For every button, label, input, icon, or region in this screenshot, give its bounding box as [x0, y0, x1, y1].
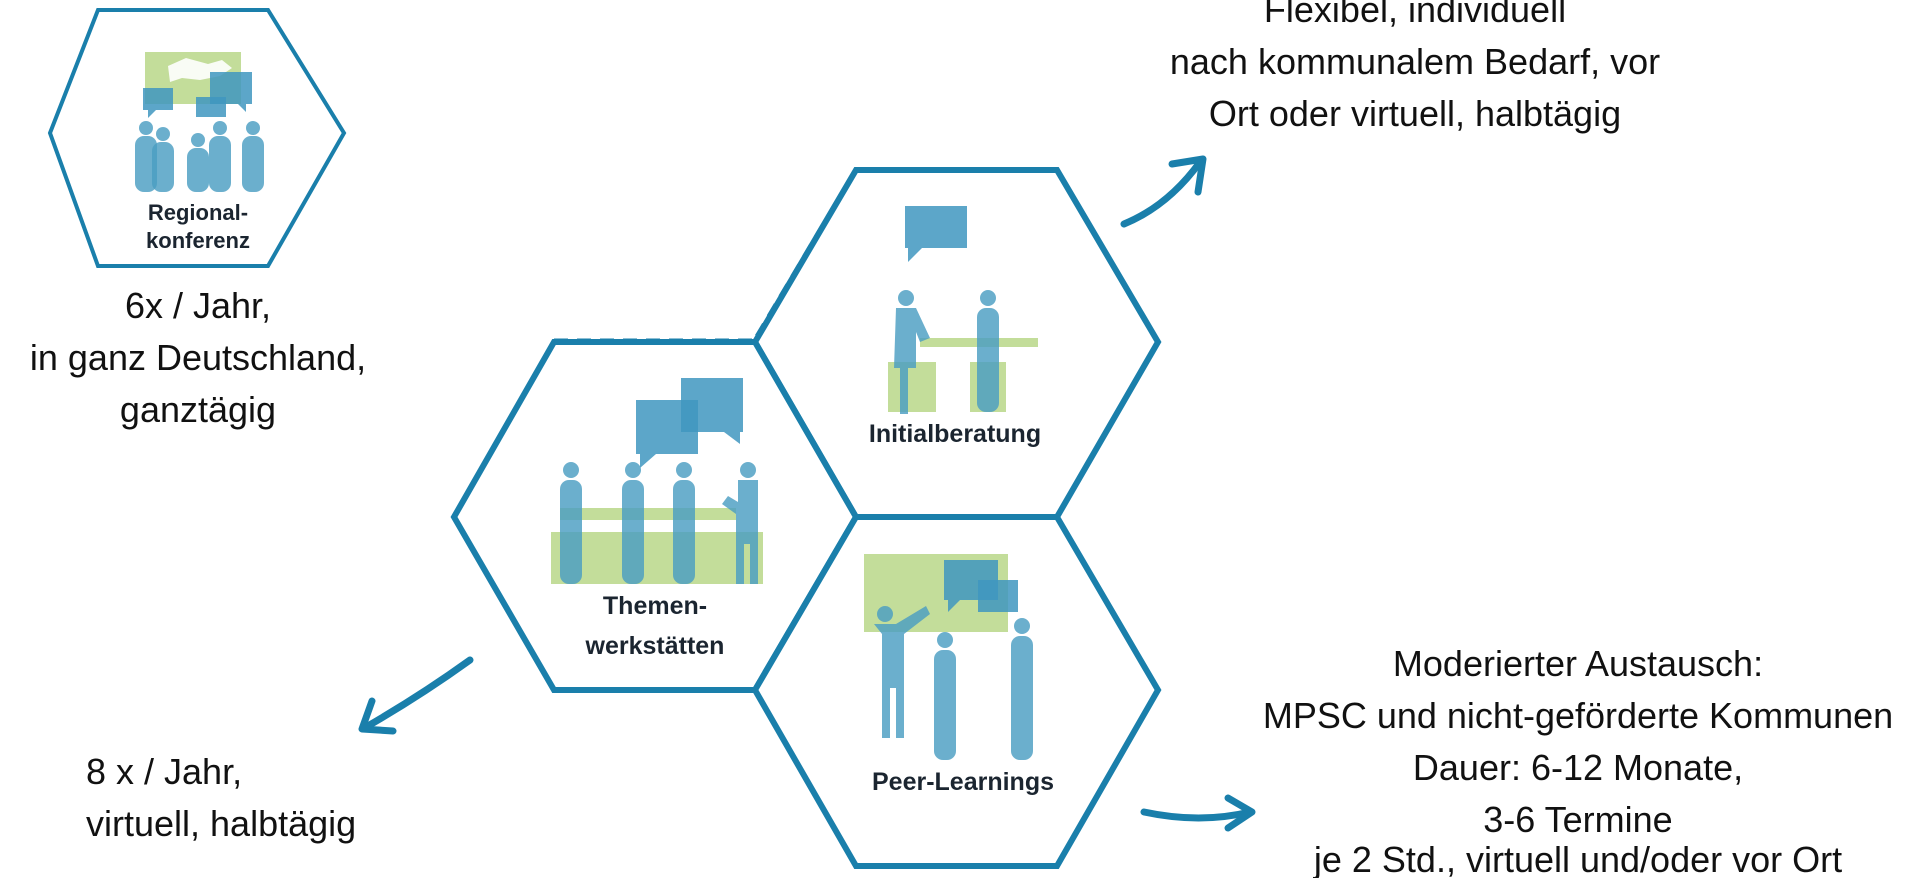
arrow-to-peer-desc: [1140, 794, 1256, 832]
hex-label-regional-1: Regional-: [148, 200, 248, 225]
desc-regional-line-2: in ganz Deutschland,: [30, 337, 366, 378]
hex-label-peer: Peer-Learnings: [872, 768, 1054, 796]
desc-peer-line-5: je 2 Std., virtuell und/oder vor Ort: [1313, 839, 1842, 878]
hex-themenwerkstaetten: Themen- werkstätten: [450, 339, 860, 693]
conference-group-icon: [135, 52, 264, 192]
desc-initial-line-1: Flexibel, individuell: [1264, 0, 1566, 30]
desc-themen-line-1: 8 x / Jahr,: [86, 751, 242, 792]
description-peer-learnings: Moderierter Austausch: MPSC und nicht-ge…: [1263, 643, 1893, 878]
desc-peer-line-2: MPSC und nicht-geförderte Kommunen: [1263, 695, 1893, 736]
desc-peer-line-4: 3-6 Termine: [1483, 799, 1672, 840]
arrow-to-initial-desc: [1120, 155, 1207, 228]
description-regionalkonferenz: 6x / Jahr, in ganz Deutschland, ganztägi…: [30, 285, 366, 430]
hex-label-regional-2: konferenz: [146, 228, 250, 253]
hex-initialberatung: Initialberatung: [751, 167, 1162, 520]
desc-peer-line-1: Moderierter Austausch:: [1393, 643, 1763, 684]
desc-initial-line-3: Ort oder virtuell, halbtägig: [1209, 93, 1621, 134]
desc-peer-line-3: Dauer: 6-12 Monate,: [1413, 747, 1743, 788]
hexagon-outline: [751, 514, 1162, 869]
presentation-icon: [864, 554, 1033, 760]
hex-label-themen-1: Themen-: [603, 592, 707, 620]
desc-themen-line-2: virtuell, halbtägig: [86, 803, 356, 844]
desc-initial-line-2: nach kommunalem Bedarf, vor: [1170, 41, 1660, 82]
desc-regional-line-1: 6x / Jahr,: [125, 285, 271, 326]
desc-regional-line-3: ganztägig: [120, 389, 276, 430]
hex-label-initial: Initialberatung: [869, 420, 1041, 448]
arrow-to-themen-desc: [358, 656, 474, 735]
description-initialberatung: Flexibel, individuell nach kommunalem Be…: [1170, 0, 1660, 134]
workshop-table-icon: [551, 378, 763, 584]
description-themenwerkstaetten: 8 x / Jahr, virtuell, halbtägig: [86, 751, 356, 844]
hex-peer-learnings: Peer-Learnings: [751, 514, 1162, 869]
hex-label-themen-2: werkstätten: [585, 632, 725, 660]
hex-regionalkonferenz: Regional- konferenz: [47, 8, 347, 268]
consultation-icon: [888, 206, 1038, 414]
